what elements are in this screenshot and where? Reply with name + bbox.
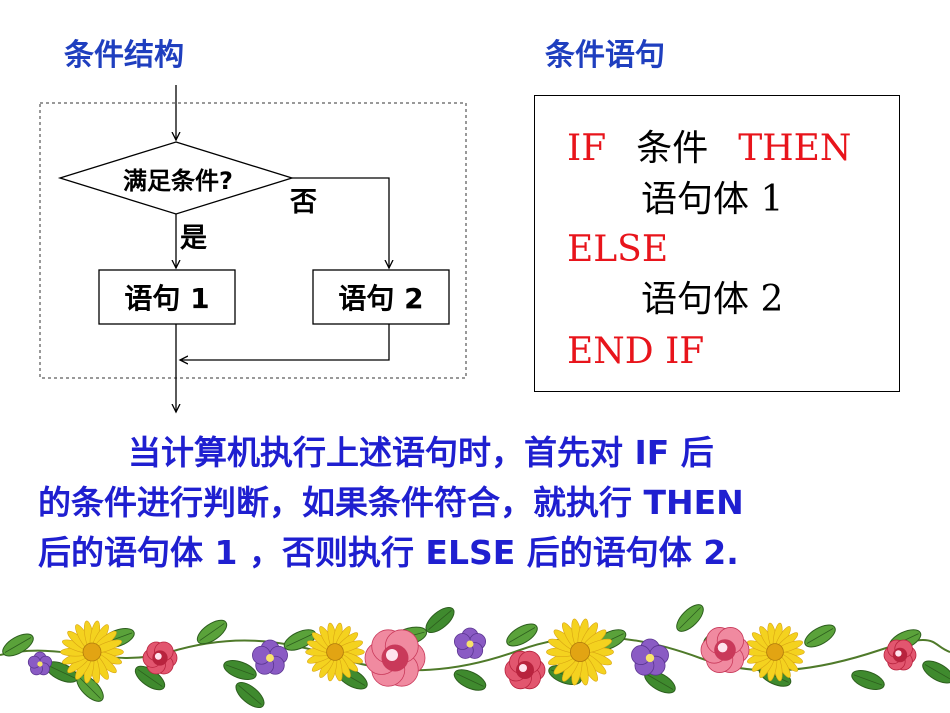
leaf-icon — [804, 624, 836, 648]
condition-label: 满足条件? — [123, 167, 233, 195]
yellow-flower-icon — [305, 622, 365, 682]
red-flower-icon — [883, 639, 917, 671]
leaf-icon — [223, 659, 257, 681]
leaf-icon — [196, 619, 228, 645]
code-line-4: 语句体 2 — [641, 279, 784, 320]
no-arrow — [292, 177, 389, 268]
flower-border-decoration — [0, 604, 950, 709]
flowchart-diagram: 满足条件? 是 否 语句 1 语句 2 — [39, 85, 467, 420]
flowchart-heading: 条件结构 — [64, 38, 184, 73]
statement-box-2-label: 语句 2 — [338, 282, 423, 315]
leaf-icon — [676, 604, 704, 632]
flowers-decoration — [27, 618, 917, 690]
red-flower-icon — [504, 650, 546, 690]
leaf-icon — [922, 660, 950, 684]
leaf-icon — [425, 606, 455, 634]
purple-flower-icon — [252, 639, 288, 675]
yellow-flower-icon — [546, 618, 614, 686]
keyword-if: IF — [567, 128, 607, 169]
purple-flower-icon — [27, 651, 53, 676]
code-line-1: IF 条件 THEN — [567, 129, 851, 169]
statement-box-2 — [312, 269, 450, 325]
description-line-1: 当计算机执行上述语句时，首先对 IF 后 — [128, 433, 714, 472]
leaf-icon — [506, 623, 538, 647]
keyword-else: ELSE — [567, 229, 669, 270]
yellow-flower-icon — [745, 622, 805, 682]
leaf-icon — [851, 669, 885, 691]
red-flower-icon — [142, 641, 178, 675]
flowchart-frame — [39, 102, 467, 379]
box2-merge-arrow — [180, 324, 390, 360]
statement-box-1 — [98, 269, 236, 325]
statement-box-1-label: 语句 1 — [124, 282, 209, 315]
code-line-2: 语句体 1 — [641, 179, 784, 220]
purple-flower-icon — [453, 627, 487, 659]
no-label: 否 — [290, 187, 317, 218]
leaf-icon — [453, 669, 487, 691]
yes-label: 是 — [180, 223, 207, 254]
description-line-2: 的条件进行判断，如果条件符合，就执行 THEN — [38, 483, 744, 522]
leaf-icon — [134, 665, 166, 691]
purple-flower-icon — [631, 638, 669, 676]
pink-rose-icon — [700, 627, 750, 673]
keyword-then: THEN — [738, 128, 852, 169]
description-line-3: 后的语句体 1 ，否则执行 ELSE 后的语句体 2. — [38, 533, 739, 572]
leaf-icon — [2, 633, 34, 657]
keyword-end-if: END IF — [567, 331, 705, 372]
code-box: IF 条件 THEN 语句体 1 ELSE 语句体 2 END IF — [534, 95, 900, 392]
yellow-flower-icon — [60, 620, 124, 684]
code-heading: 条件语句 — [545, 38, 665, 73]
pink-rose-icon — [364, 629, 426, 687]
description-text: 当计算机执行上述语句时，首先对 IF 后 的条件进行判断，如果条件符合，就执行 … — [38, 428, 918, 578]
condition-text: 条件 — [636, 128, 709, 169]
leaf-icon — [235, 681, 265, 709]
